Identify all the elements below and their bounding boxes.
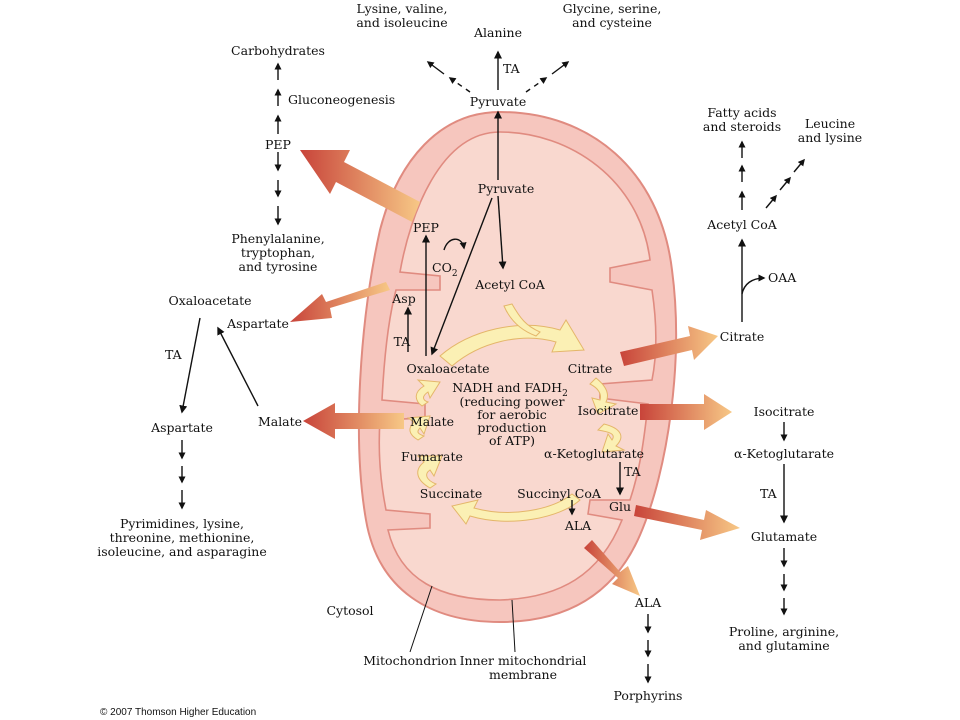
label-pyruvate-in: Pyruvate <box>478 181 534 196</box>
export-arrow-aspartate <box>290 282 390 322</box>
label-acetyl-coa-out: Acetyl CoA <box>706 217 778 232</box>
label-co2: CO2 <box>432 260 458 279</box>
label-succinyl-coa-in: Succinyl CoA <box>517 486 602 501</box>
label-aspartate-out: Aspartate <box>226 316 289 331</box>
label-ala-out: ALA <box>634 595 662 610</box>
export-arrows <box>290 150 740 596</box>
export-arrow-citrate <box>620 326 718 366</box>
label-ta-in2: TA <box>624 464 642 479</box>
label-aspartate-left: Aspartate <box>150 420 213 435</box>
label-glu-in: Glu <box>609 499 631 514</box>
cycle-arrow-top <box>439 319 585 367</box>
label-isocitrate-in: Isocitrate <box>578 403 639 418</box>
export-arrow-malate <box>303 403 404 439</box>
export-arrow-pep <box>300 150 420 222</box>
cycle-arrow-bottom <box>451 493 581 525</box>
label-citrate-out: Citrate <box>720 329 764 344</box>
citric-acid-cycle-arrows <box>406 303 626 525</box>
label-ta-top: TA <box>503 61 521 76</box>
label-oxaloacetate-in: Oxaloacetate <box>406 361 489 376</box>
label-citrate-in: Citrate <box>568 361 612 376</box>
label-oaa: OAA <box>768 270 797 285</box>
export-arrow-glutamate <box>634 505 740 540</box>
label-glycine-serine: Glycine, serine,and cysteine <box>563 1 662 30</box>
label-malate-in: Malate <box>410 414 454 429</box>
label-ta-in: TA <box>394 334 412 349</box>
label-asp-in: Asp <box>391 291 415 306</box>
label-pep-in: PEP <box>413 220 439 235</box>
label-lysine-valine: Lysine, valine,and isoleucine <box>356 1 447 30</box>
label-akg-in: α-Ketoglutarate <box>544 446 644 461</box>
cycle-arrow-citrate-isocitrate <box>589 377 618 415</box>
label-akg-out: α-Ketoglutarate <box>734 446 834 461</box>
cycle-arrow-isocitrate-akg <box>596 423 626 453</box>
label-isocitrate-out: Isocitrate <box>754 404 815 419</box>
inner-membrane <box>378 131 657 601</box>
label-ta-left: TA <box>165 347 183 362</box>
export-arrow-isocitrate <box>640 394 732 430</box>
label-gluconeogenesis: Gluconeogenesis <box>288 92 395 107</box>
cycle-arrow-succinate-fumarate <box>416 455 443 489</box>
cycle-arrow-malate-oaa <box>415 379 441 407</box>
labels: Lysine, valine,and isoleucine Alanine Gl… <box>97 1 862 718</box>
label-oxaloacetate-out: Oxaloacetate <box>168 293 251 308</box>
copyright: © 2007 Thomson Higher Education <box>100 707 256 718</box>
label-pyrimidines: Pyrimidines, lysine,threonine, methionin… <box>97 516 266 559</box>
label-carbohydrates: Carbohydrates <box>231 43 325 58</box>
mitochondrion-shape <box>357 110 678 624</box>
label-succinate-in: Succinate <box>420 486 483 501</box>
label-pep-out: PEP <box>265 137 291 152</box>
pathway-arrows <box>178 50 805 684</box>
label-porphyrins: Porphyrins <box>614 688 683 703</box>
label-acetyl-coa-in: Acetyl CoA <box>474 277 546 292</box>
label-aromatic: Phenylalanine,tryptophan,and tyrosine <box>231 231 324 274</box>
label-pyruvate-top: Pyruvate <box>470 94 526 109</box>
label-proline: Proline, arginine,and glutamine <box>729 624 839 653</box>
label-mitochondrion: Mitochondrion <box>363 653 457 668</box>
cycle-arrow-acetylcoa <box>503 303 541 337</box>
label-glutamate: Glutamate <box>751 529 817 544</box>
label-ala-in: ALA <box>564 518 592 533</box>
label-nadh: NADH and FADH2 <box>452 380 568 399</box>
label-malate-out: Malate <box>258 414 302 429</box>
export-arrow-ala <box>584 540 640 596</box>
cycle-arrow-fumarate-malate <box>406 415 431 441</box>
label-cytosol: Cytosol <box>326 603 373 618</box>
label-ta-right: TA <box>760 486 778 501</box>
label-alanine: Alanine <box>473 25 522 40</box>
label-fumarate-in: Fumarate <box>401 449 463 464</box>
